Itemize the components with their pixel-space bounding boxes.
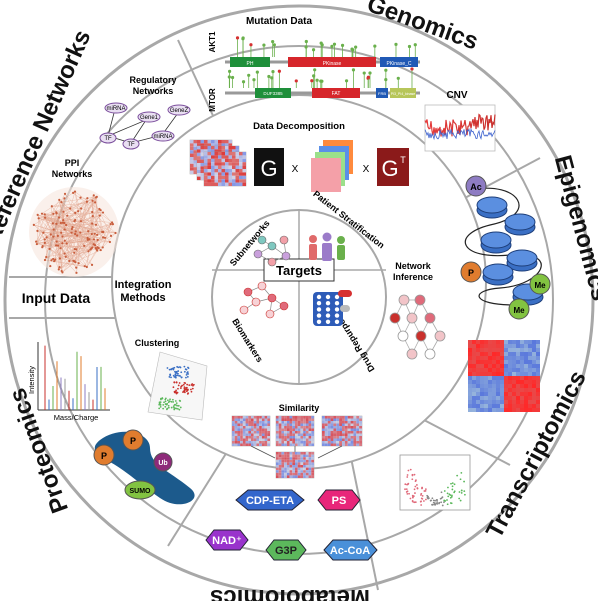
correlation-heatmap <box>468 340 540 412</box>
mutation-data-panel: Mutation Data AKT1 MTOR PH PKinase PKina… <box>208 16 420 112</box>
mark-p <box>460 261 482 283</box>
targets-center-box <box>263 258 335 282</box>
targets-center-label: Targets <box>276 263 322 278</box>
patients-graphic <box>309 232 345 261</box>
mtor-domain-fat <box>312 88 360 98</box>
gt-matrix <box>377 148 409 186</box>
mark-me-1-label: Me <box>534 281 546 290</box>
mtor-domain-label-1: FAT <box>332 91 341 97</box>
prot-mod-ub: Ub <box>158 460 167 467</box>
mark-me-1 <box>529 273 551 295</box>
mass-charge-label: Mass/Charge <box>54 413 99 422</box>
g-matrix-label: G <box>260 156 277 181</box>
mark-me-2 <box>508 298 530 320</box>
clustering-title: Clustering <box>135 338 180 348</box>
g-matrix <box>254 148 284 186</box>
mtor-domain-label-0: DUF3385 <box>263 91 283 96</box>
metabolite-cdp-eta-label: CDP-ETA <box>246 495 294 507</box>
network-inference-graph <box>389 294 446 360</box>
akt1-domain-label-1: PKinase <box>323 61 342 67</box>
akt1-domain-label-2: PKinase_C <box>386 61 411 67</box>
metabolite-ps-label: PS <box>332 495 347 507</box>
regulatory-nodes: miRNA TF Gene1 TF miRNA GeneZ <box>99 102 191 150</box>
mtor-domain-duf3385 <box>255 88 291 98</box>
akt1-domain-pkinase-c <box>380 57 418 67</box>
prot-mod-sumo: SUMO <box>130 488 152 495</box>
epigenomics-nucleosomes: Ac P Me Me <box>460 175 551 320</box>
metabolite-ac-coa <box>323 539 378 561</box>
mtor-domain-frb <box>376 88 388 98</box>
intensity-label: Intensity <box>27 366 36 394</box>
mtor-lollipops <box>227 67 414 88</box>
protein-modifications: P P Ub SUMO <box>93 429 195 505</box>
metabolites: CDP-ETA PS NAD⁺ G3P Ac-CoA <box>205 489 378 561</box>
reg-node-genez: GeneZ <box>170 108 189 114</box>
akt1-label: AKT1 <box>208 31 217 52</box>
input-data-label: Input Data <box>22 290 91 306</box>
metabolite-nad <box>205 529 249 551</box>
metabolite-ps <box>317 489 361 511</box>
akt1-lollipops <box>235 36 417 57</box>
metabolomics-title: Metabolomics <box>210 584 370 601</box>
drug-graphic <box>313 290 352 326</box>
metabolite-cdp-eta <box>235 489 305 511</box>
metabolite-ac-coa-label: Ac-CoA <box>330 545 370 557</box>
mark-ac-label: Ac <box>470 182 482 192</box>
clustering-plot <box>147 351 208 421</box>
reg-node-mirna-1: miRNA <box>107 106 126 112</box>
mtor-domain-label-3: PI3_PI4_kinase <box>391 92 416 96</box>
times-1: X <box>292 164 299 175</box>
akt1-domain-pkinase <box>288 57 376 67</box>
metabolite-g3p-label: G3P <box>275 545 297 557</box>
h-stack <box>311 158 341 192</box>
akt1-domain-ph <box>230 57 270 67</box>
cnv-label: CNV <box>446 90 467 101</box>
decomposition-graphic: G X X G T <box>189 139 409 192</box>
prot-mod-p-2: P <box>130 436 136 446</box>
mass-spectrum: Intensity Mass/Charge <box>27 342 110 422</box>
mtor-domain-pi3k <box>390 88 416 98</box>
times-2: X <box>363 164 370 175</box>
similarity-title: Similarity <box>279 403 320 413</box>
volcano-plot <box>399 454 471 511</box>
mark-p-label: P <box>468 268 474 278</box>
reg-node-tf-2: TF <box>127 142 135 148</box>
biomarkers-graphic <box>239 281 289 319</box>
akt1-domain-label-0: PH <box>247 61 254 67</box>
cnv-panel: CNV <box>424 90 496 152</box>
mtor-label: MTOR <box>208 88 217 112</box>
reg-node-tf-1: TF <box>104 136 112 142</box>
gt-matrix-label: G <box>381 156 398 181</box>
mtor-domain-label-2: FRB <box>378 91 386 96</box>
mark-ac <box>465 175 487 197</box>
prot-mod-p-1: P <box>101 451 107 461</box>
data-decomposition-title: Data Decomposition <box>253 121 345 132</box>
metabolite-nad-label: NAD⁺ <box>212 535 242 547</box>
cnv-trace-blue <box>424 127 496 141</box>
reg-node-mirna-2: miRNA <box>154 134 173 140</box>
mark-me-2-label: Me <box>513 306 525 315</box>
gt-matrix-sup: T <box>400 155 406 165</box>
similarity-graphic <box>231 415 363 479</box>
subnetworks-graphic <box>253 235 291 267</box>
mutation-data-title: Mutation Data <box>246 16 313 27</box>
metabolite-g3p <box>265 539 307 561</box>
reg-node-gene1: Gene1 <box>140 115 159 121</box>
